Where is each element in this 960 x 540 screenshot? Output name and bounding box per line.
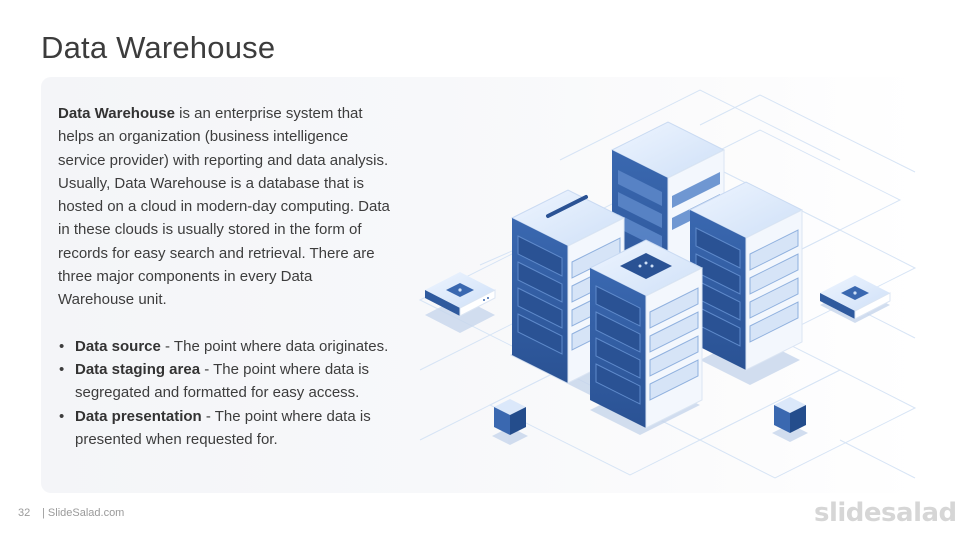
bullet-desc: - The point where data is presented when… — [75, 407, 371, 448]
list-item: Data presentation - The point where data… — [58, 405, 392, 452]
server-rack-right — [688, 181, 804, 371]
intro-text: is an enterprise system that helps an or… — [58, 105, 390, 309]
description-block: Data Warehouse is an enterprise system t… — [58, 102, 392, 451]
list-item: Data staging area - The point where data… — [58, 358, 392, 405]
brand-logo: slidesalad — [814, 498, 957, 528]
bullet-term: Data presentation — [75, 407, 202, 425]
server-rack-front — [588, 239, 704, 429]
network-pad-left — [425, 272, 496, 317]
intro-term: Data Warehouse — [58, 105, 175, 122]
components-list: Data source - The point where data origi… — [58, 335, 392, 451]
bullet-desc: - The point where data is segregated and… — [75, 360, 370, 402]
footer-site: | SlideSalad.com — [42, 507, 125, 519]
data-cube-left — [494, 399, 526, 435]
bullet-term: Data source — [75, 337, 161, 355]
intro-paragraph: Data Warehouse is an enterprise system t… — [58, 102, 392, 312]
page-number: 32 — [18, 507, 31, 519]
server-illustration — [418, 89, 917, 479]
bullet-desc: - The point where data originates. — [160, 337, 389, 355]
list-item: Data source - The point where data origi… — [58, 335, 392, 359]
bullet-term: Data staging area — [75, 360, 201, 378]
network-pad-right — [820, 275, 891, 320]
slide-title: Data Warehouse — [41, 30, 276, 65]
data-cube-right — [774, 397, 806, 433]
